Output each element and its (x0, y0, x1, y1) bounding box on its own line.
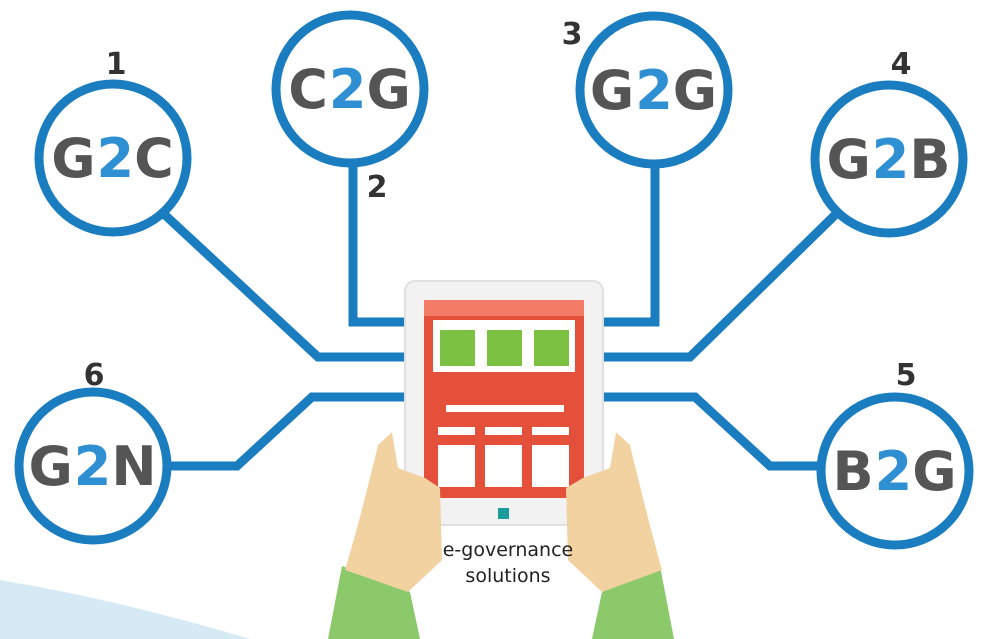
green-tile-2 (487, 330, 522, 366)
node-number-6: 6 (84, 358, 105, 393)
node-ring-g2b (810, 80, 968, 238)
node-ring-c2g (271, 10, 429, 168)
node-label-b2g: B2G (832, 440, 957, 503)
node-label-g2c: G2C (51, 127, 175, 190)
connector-g2c (161, 211, 428, 362)
connector-g2b (590, 211, 839, 362)
tablet-held-by-hands (328, 280, 674, 639)
screen-divider-line (446, 405, 564, 412)
connectors (161, 155, 840, 471)
right-sleeve (592, 566, 674, 639)
node-label-c2g: C2G (288, 58, 412, 121)
node-number-2: 2 (367, 170, 388, 205)
node-numbers: 1 2 3 4 5 6 (84, 17, 917, 393)
screen-row-bar-2 (485, 427, 522, 435)
node-number-1: 1 (106, 47, 127, 82)
node-ring-g2n (14, 387, 172, 545)
left-sleeve (328, 566, 420, 639)
screen-box-1 (438, 445, 475, 487)
screen-row-bar-3 (532, 427, 569, 435)
connector-g2n (170, 392, 428, 471)
node-rings (14, 10, 974, 550)
caption-line-1: e-governance (443, 539, 574, 561)
connector-b2g (590, 392, 840, 471)
node-number-4: 4 (891, 47, 912, 82)
screen-header-bar (424, 300, 584, 316)
green-tile-3 (534, 330, 569, 366)
right-hand (566, 432, 662, 592)
node-labels: G2C C2G G2G G2B B2G G2N (28, 58, 957, 503)
node-number-5: 5 (896, 358, 917, 393)
connector-c2g (348, 155, 428, 327)
screen-box-3 (532, 445, 569, 487)
screen-box-2 (485, 445, 522, 487)
caption-line-2: solutions (465, 565, 550, 587)
green-tile-1 (440, 330, 475, 366)
node-label-g2g: G2G (590, 59, 718, 122)
node-label-g2b: G2B (826, 128, 951, 191)
left-hand (345, 432, 442, 592)
node-number-3: 3 (562, 17, 583, 52)
node-ring-b2g (816, 392, 974, 550)
node-ring-g2g (575, 11, 733, 169)
node-ring-g2c (34, 79, 192, 237)
node-label-g2n: G2N (28, 435, 157, 498)
home-button (498, 508, 509, 519)
connector-g2g (590, 165, 660, 327)
background-sweep (0, 580, 250, 639)
screen-row-bar-1 (438, 427, 475, 435)
